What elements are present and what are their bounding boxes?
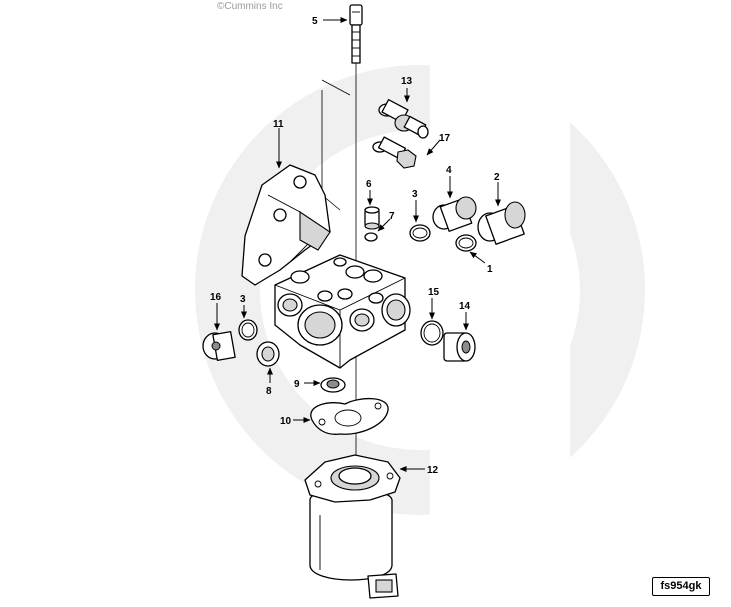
fitting-part-13 bbox=[378, 99, 429, 139]
callout-7: 7 bbox=[389, 211, 395, 222]
gasket-part-10 bbox=[310, 398, 389, 435]
bolt-part-5 bbox=[349, 4, 363, 64]
callout-16: 16 bbox=[210, 292, 222, 303]
leader-17 bbox=[426, 139, 441, 156]
callout-3-right: 3 bbox=[412, 189, 418, 200]
callout-4: 4 bbox=[446, 165, 452, 176]
fitting-part-6 bbox=[364, 206, 380, 230]
callout-9: 9 bbox=[294, 379, 300, 390]
copyright-notice: ©Cummins Inc bbox=[217, 1, 283, 12]
watermark-logo bbox=[195, 40, 645, 540]
callout-10: 10 bbox=[280, 416, 292, 427]
plug-part-14 bbox=[443, 332, 476, 362]
o-ring-part-7 bbox=[364, 232, 378, 242]
fitting-part-4 bbox=[432, 196, 477, 232]
leader-7 bbox=[377, 218, 391, 232]
callout-2: 2 bbox=[494, 172, 500, 183]
callout-6: 6 bbox=[366, 179, 372, 190]
filter-part-12 bbox=[304, 454, 401, 599]
fitting-part-8 bbox=[256, 341, 280, 367]
filter-head-housing bbox=[274, 254, 411, 369]
guide-line-top bbox=[321, 79, 351, 96]
callout-8: 8 bbox=[266, 386, 272, 397]
callout-15: 15 bbox=[428, 287, 440, 298]
leader-1 bbox=[469, 251, 486, 264]
figure-id-label: fs954gk bbox=[652, 577, 710, 596]
plug-part-17 bbox=[372, 136, 417, 169]
fitting-part-2 bbox=[477, 201, 526, 245]
bracket-part-11 bbox=[241, 164, 331, 286]
callout-17: 17 bbox=[439, 133, 451, 144]
callout-5: 5 bbox=[312, 16, 318, 27]
callout-12: 12 bbox=[427, 465, 439, 476]
callout-3-left: 3 bbox=[240, 294, 246, 305]
callout-14: 14 bbox=[459, 301, 471, 312]
plug-part-16 bbox=[202, 330, 236, 362]
callout-11: 11 bbox=[273, 119, 284, 130]
callout-1: 1 bbox=[487, 264, 493, 275]
callout-13: 13 bbox=[401, 76, 413, 87]
washer-part-9 bbox=[320, 377, 346, 393]
